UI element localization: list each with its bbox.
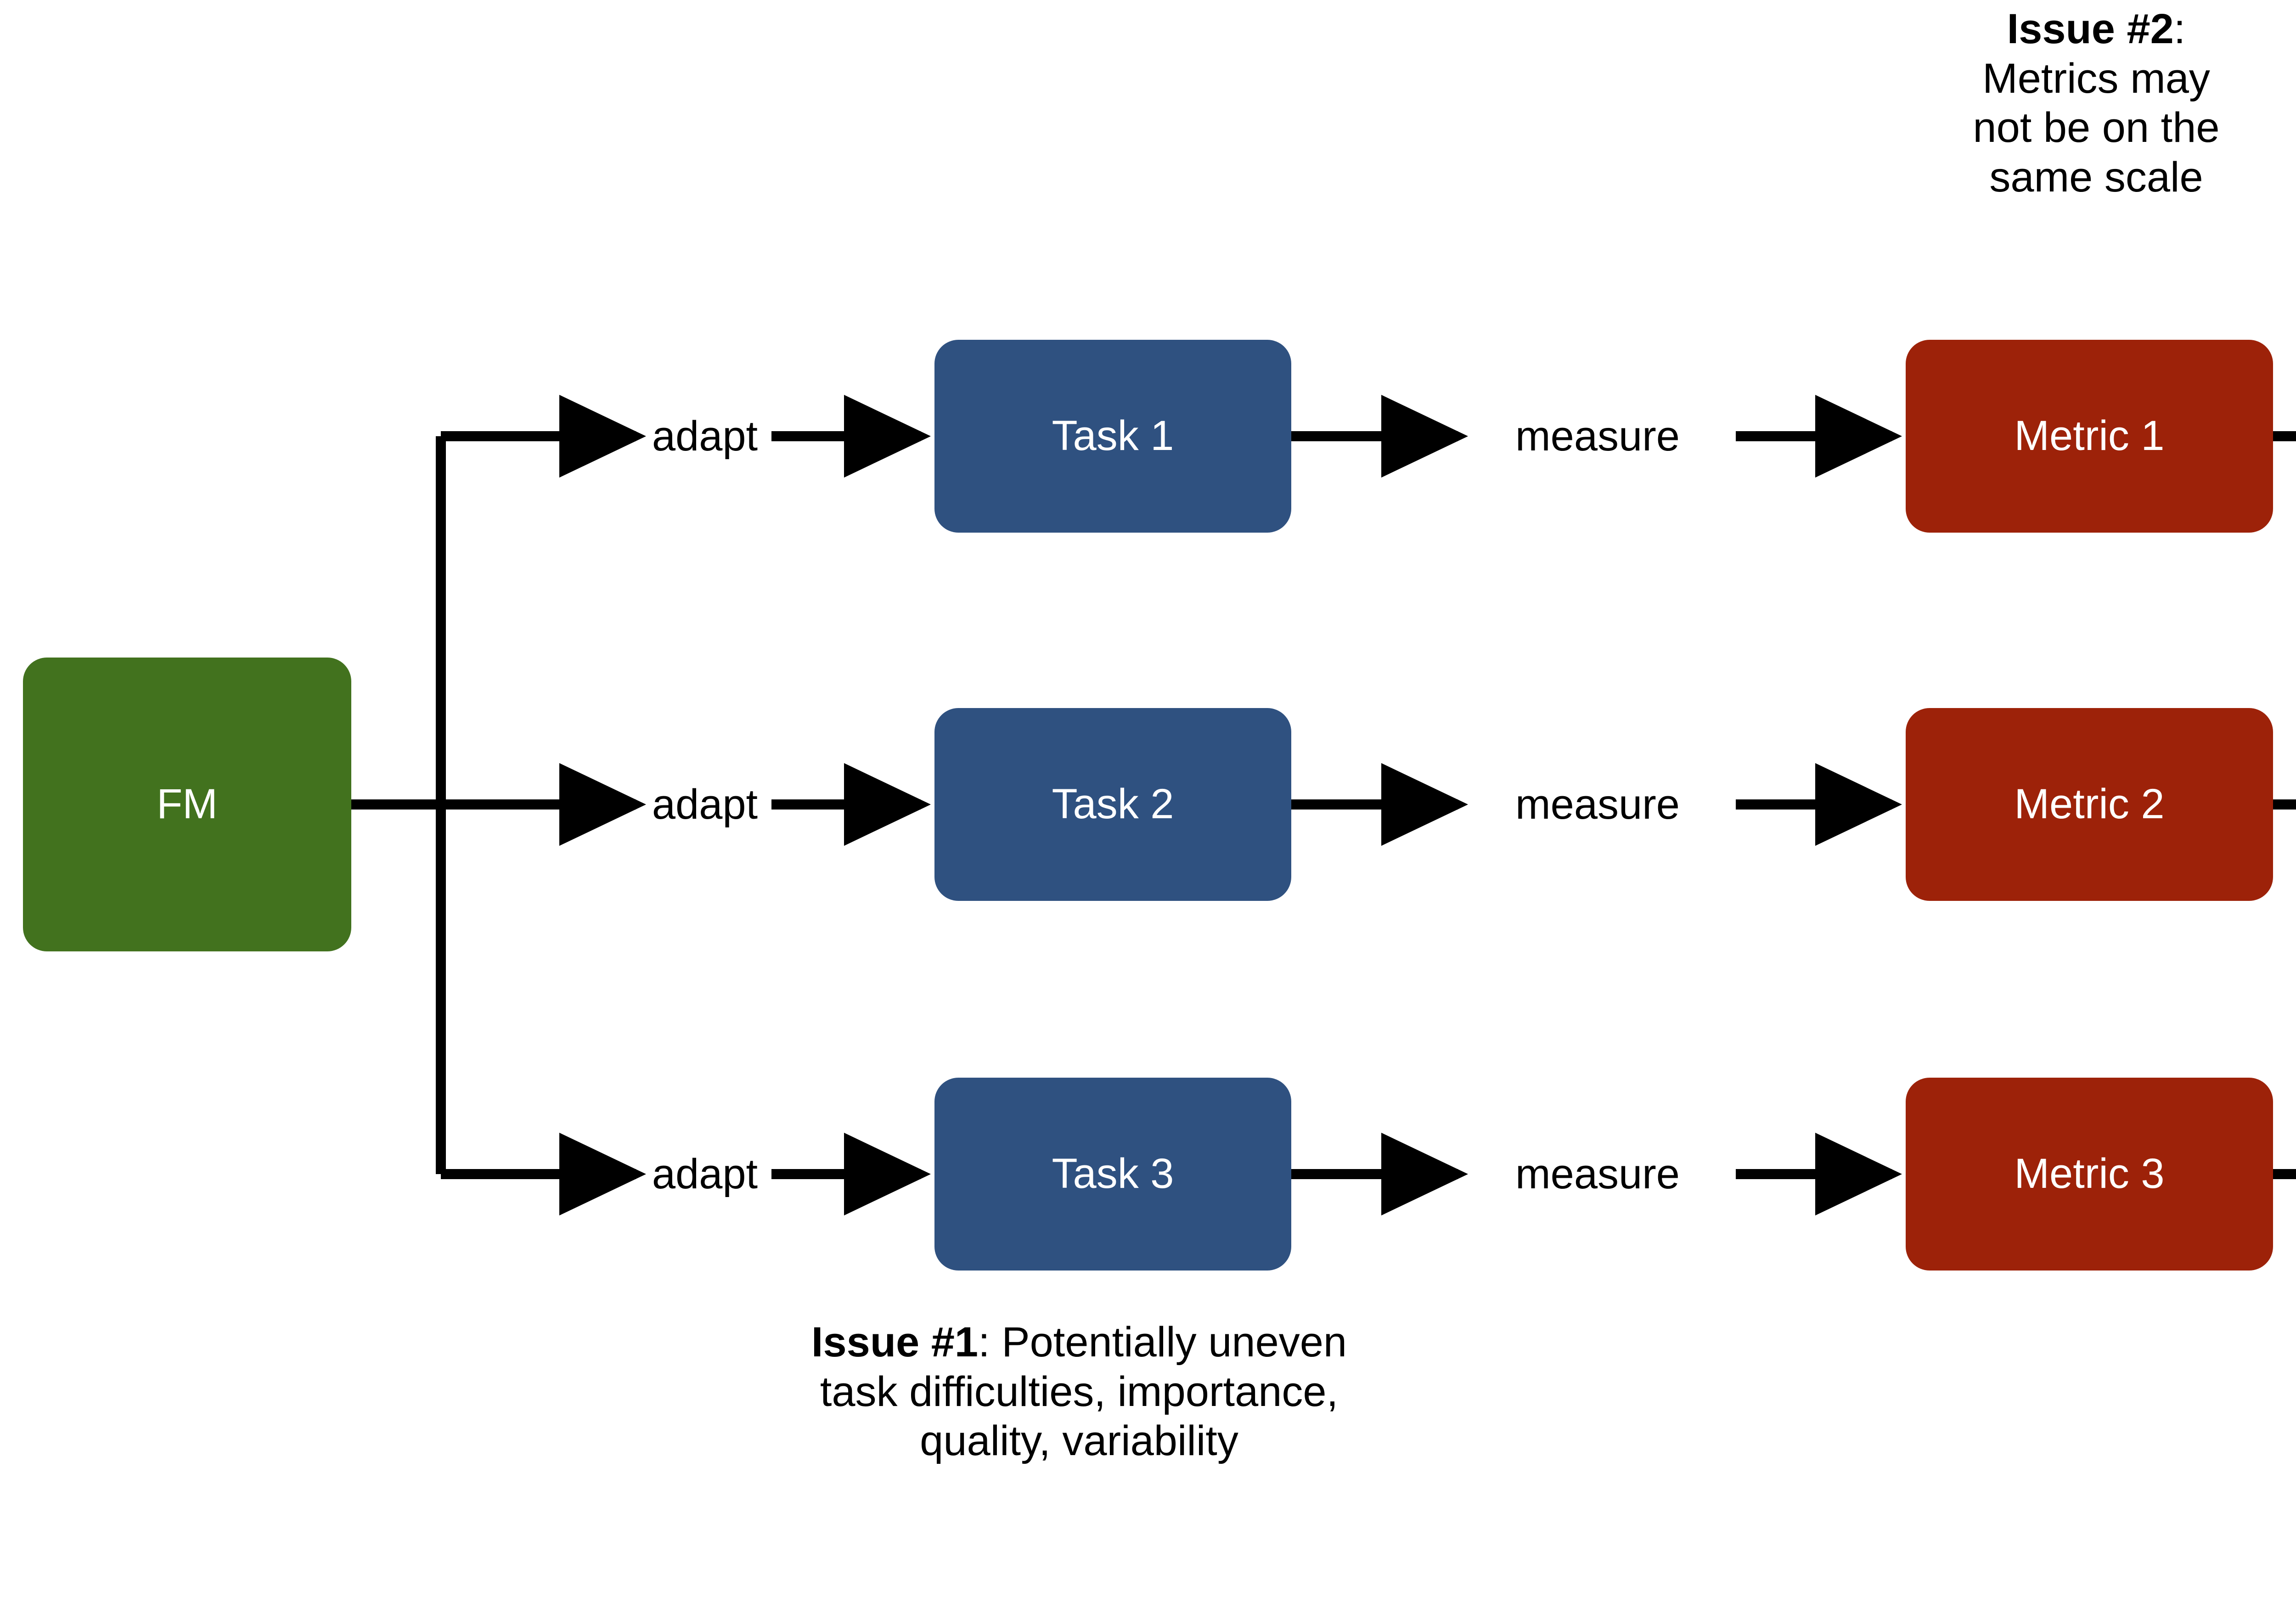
edge-label-measure-2: measure (1458, 776, 1737, 833)
issue-1-line-3: quality, variability (920, 1417, 1238, 1465)
edge-label-measure-1-text: measure (1515, 412, 1680, 460)
issue-3-note: Issue #3: How to fairly weight and aggre… (2229, 1259, 2296, 1506)
edge-label-adapt-2: adapt (636, 776, 774, 833)
issue-1-line-1: Issue #1: Potentially uneven (638, 1318, 1520, 1367)
node-task-2-label: Task 2 (1052, 781, 1174, 828)
issue-3-line-3: and aggregate (2229, 1358, 2296, 1407)
edge-label-measure-3: measure (1458, 1146, 1737, 1203)
edge-label-adapt-3-text: adapt (652, 1150, 758, 1198)
node-fm-label: FM (157, 781, 218, 828)
issue-2-line-3: not be on the (1973, 104, 2220, 152)
edge-label-measure-1: measure (1458, 408, 1737, 465)
node-task-1-label: Task 1 (1052, 412, 1174, 460)
issue-1-rest: Potentially uneven (1002, 1319, 1347, 1366)
edge-label-adapt-1-text: adapt (652, 412, 758, 460)
edge-label-adapt-2-text: adapt (652, 781, 758, 828)
node-task-3[interactable]: Task 3 (934, 1078, 1291, 1271)
issue-1-sep: : (978, 1319, 1002, 1366)
edge-label-measure-2-text: measure (1515, 781, 1680, 828)
issue-2-note: Issue #2: Metrics may not be on the same… (1878, 5, 2296, 202)
node-task-3-label: Task 3 (1052, 1150, 1174, 1198)
edge-label-adapt-3: adapt (636, 1146, 774, 1203)
node-metric-2[interactable]: Metric 2 (1906, 708, 2273, 901)
node-metric-1[interactable]: Metric 1 (1906, 340, 2273, 533)
issue-1-line-2: task difficulties, importance, (820, 1368, 1339, 1415)
edge-label-measure-3-text: measure (1515, 1150, 1680, 1198)
issue-3-line-5: metrics (2229, 1457, 2296, 1507)
node-metric-2-label: Metric 2 (2014, 781, 2165, 828)
node-metric-1-label: Metric 1 (2014, 412, 2165, 460)
issue-2-line-1: Issue #2: (1878, 5, 2296, 54)
issue-2-line-2: Metrics may (1982, 55, 2210, 102)
issue-1-label: Issue #1 (811, 1319, 979, 1366)
issue-2-label: Issue #2 (2007, 6, 2174, 52)
issue-3-line-1: Issue #3: How (2229, 1259, 2296, 1309)
issue-3-line-4: individual (2229, 1407, 2296, 1457)
node-fm[interactable]: FM (23, 658, 351, 951)
node-task-1[interactable]: Task 1 (934, 340, 1291, 533)
node-metric-3-label: Metric 3 (2014, 1150, 2165, 1198)
issue-2-line-4: same scale (1989, 153, 2203, 201)
issue-1-note: Issue #1: Potentially uneven task diffic… (638, 1318, 1520, 1466)
edge-label-adapt-1: adapt (636, 408, 774, 465)
issue-2-sep: : (2173, 6, 2186, 52)
node-task-2[interactable]: Task 2 (934, 708, 1291, 901)
issue-3-line-2: to fairly weight (2229, 1309, 2296, 1358)
node-metric-3[interactable]: Metric 3 (1906, 1078, 2273, 1271)
